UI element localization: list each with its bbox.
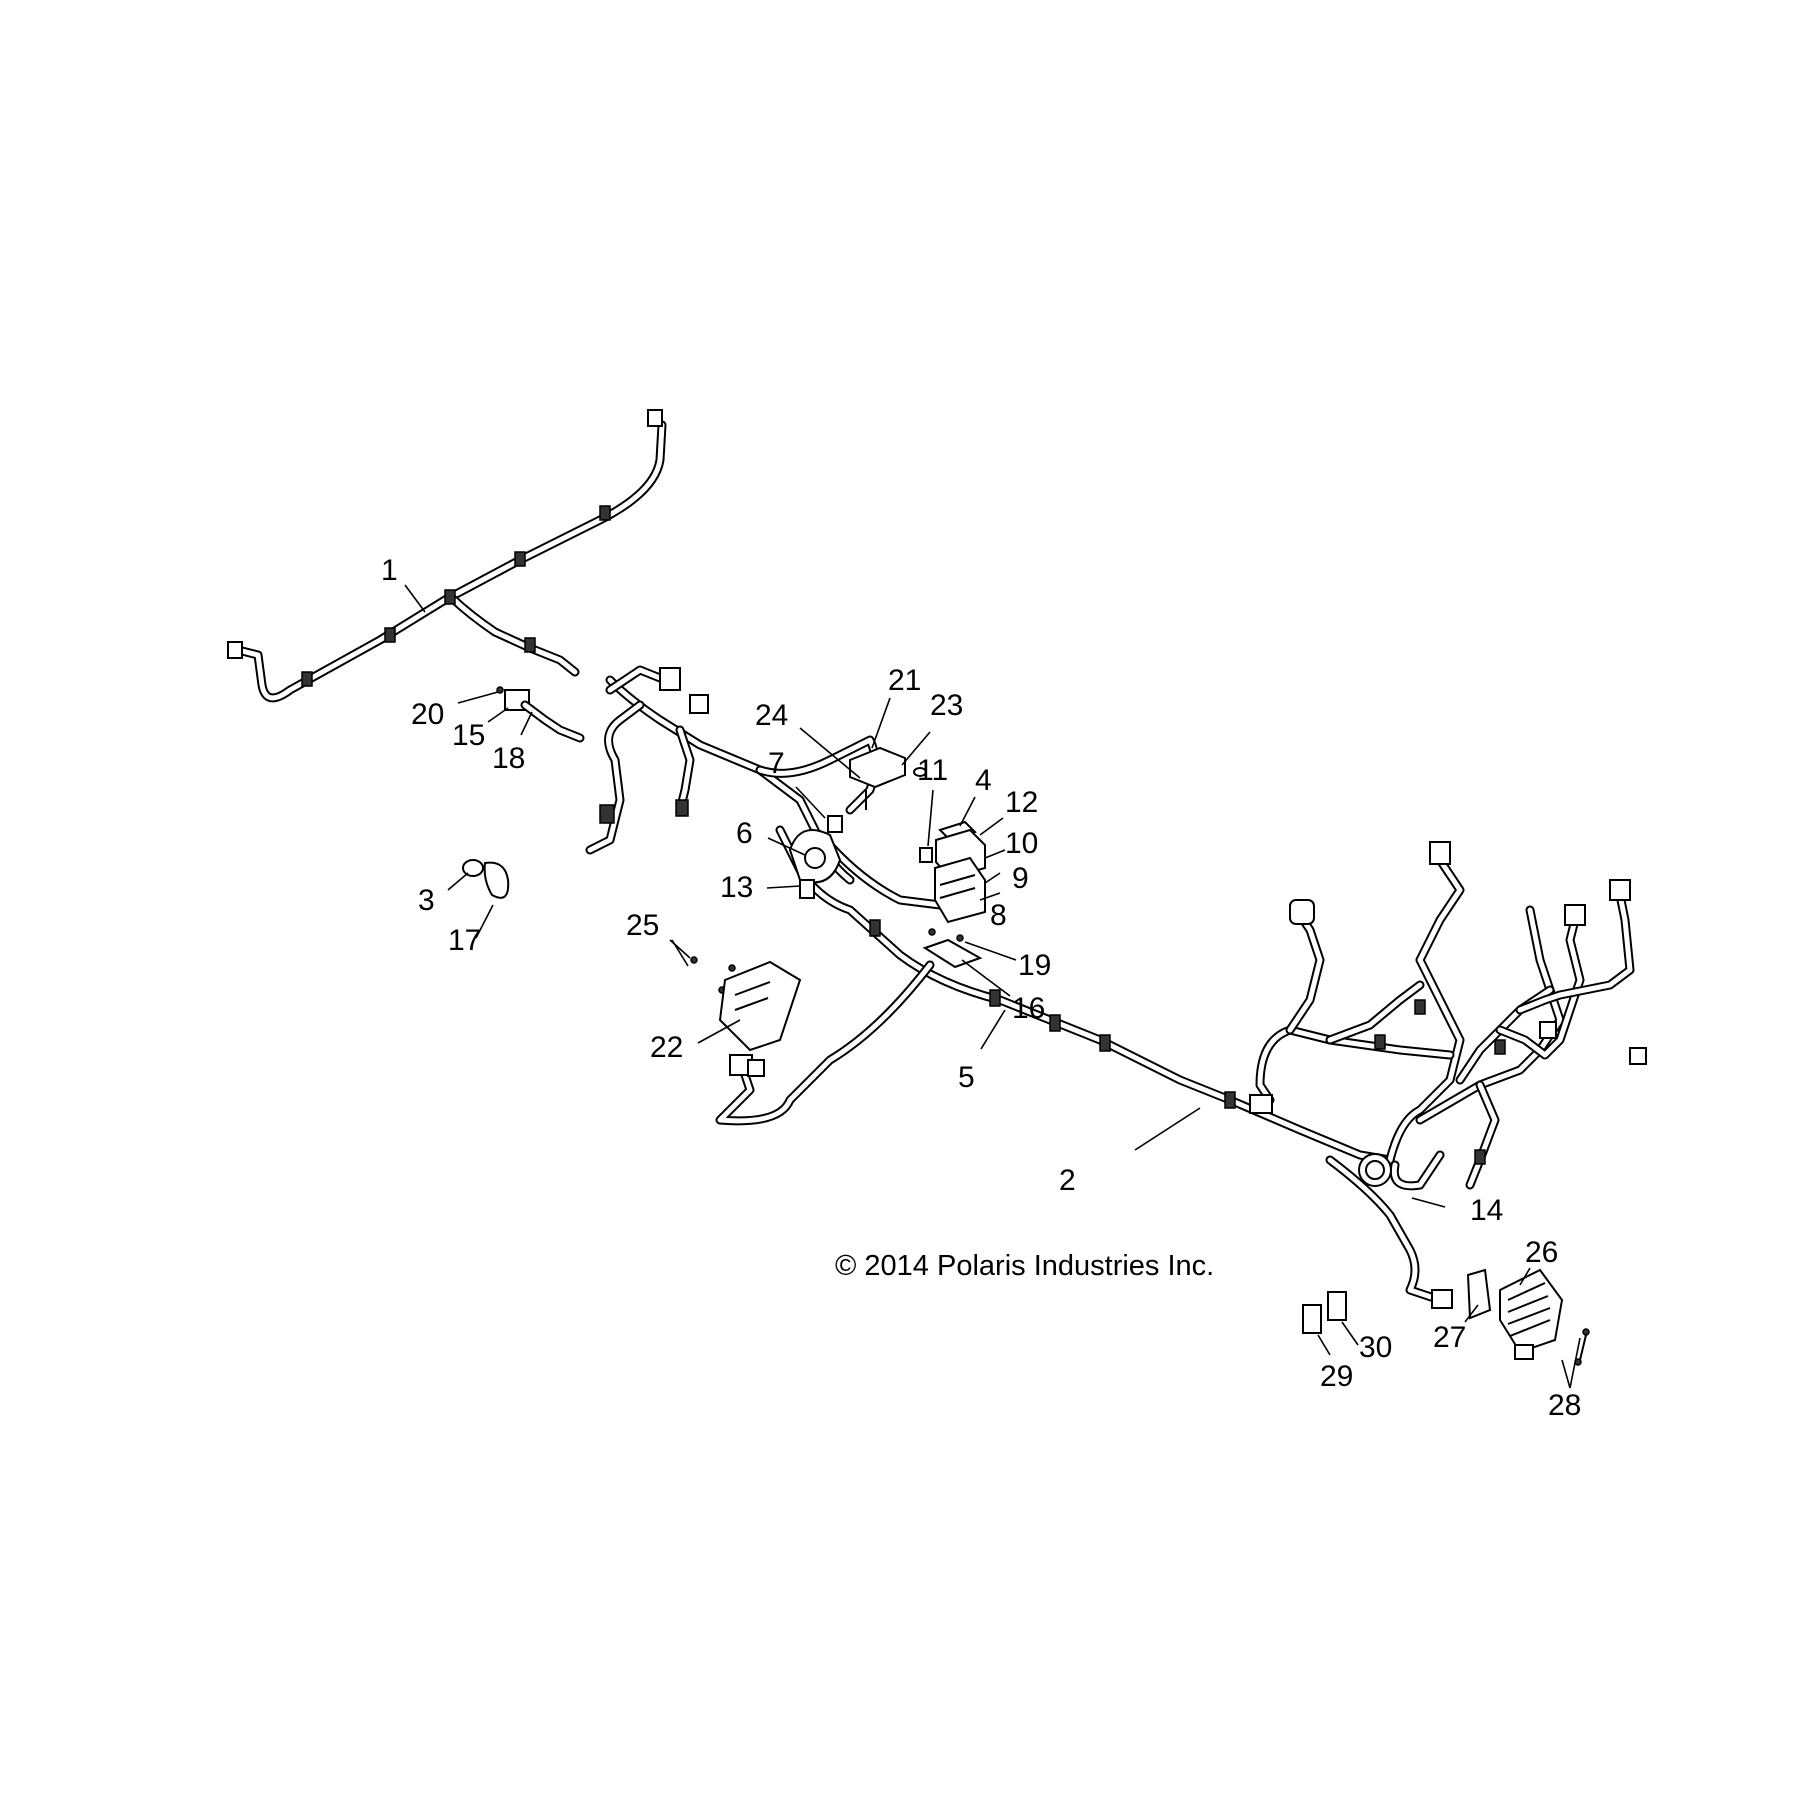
callout-29: 29	[1320, 1360, 1353, 1393]
callout-12: 12	[1005, 786, 1038, 819]
part-26-plug	[1514, 1344, 1534, 1360]
callout-8: 8	[990, 899, 1007, 932]
callout-7: 7	[768, 747, 785, 780]
part-30-terminal	[1327, 1291, 1347, 1321]
callout-2: 2	[1059, 1164, 1076, 1197]
part-22-ecu	[718, 960, 802, 1052]
callout-14: 14	[1470, 1194, 1503, 1227]
callout-15: 15	[452, 719, 485, 752]
callout-22: 22	[650, 1031, 683, 1064]
parts-small	[462, 686, 1590, 1366]
copyright-notice: © 2014 Polaris Industries Inc.	[835, 1250, 1214, 1282]
callout-19: 19	[1018, 949, 1051, 982]
leader-lines	[404, 584, 1581, 1389]
callout-11: 11	[917, 754, 948, 787]
part-25-nut	[690, 956, 698, 964]
part-17-strap	[483, 861, 510, 899]
callout-16: 16	[1012, 992, 1045, 1025]
part-11-fuse	[919, 847, 933, 863]
callout-3: 3	[418, 884, 435, 917]
callout-13: 13	[720, 871, 753, 904]
part-28-screw	[1582, 1328, 1590, 1336]
callout-10: 10	[1005, 827, 1038, 860]
part-19-screw	[956, 934, 964, 942]
callout-21: 21	[888, 664, 921, 697]
part-16-bracket	[922, 938, 983, 969]
part-7-clip	[827, 815, 843, 833]
callout-6: 6	[736, 817, 753, 850]
callout-18: 18	[492, 742, 525, 775]
callout-26: 26	[1525, 1236, 1558, 1269]
callout-labels: 1 2 3 4 5 6 7 8 9 10 11 12 13 14 15 16 1…	[381, 554, 1581, 1422]
callout-5: 5	[958, 1061, 975, 1094]
callout-17: 17	[448, 924, 481, 957]
part-3-clip	[462, 859, 484, 877]
part-9-fuse-block	[934, 856, 986, 924]
callout-1: 1	[381, 554, 398, 587]
harness-rear	[1249, 841, 1647, 1309]
harness-main	[715, 735, 1395, 1165]
callout-9: 9	[1012, 862, 1029, 895]
harness-upper	[227, 409, 667, 703]
part-26-regulator	[1499, 1268, 1564, 1354]
callout-4: 4	[975, 764, 992, 797]
part-21-cover	[849, 746, 906, 789]
callout-25: 25	[626, 909, 659, 942]
part-29-terminal	[1302, 1304, 1322, 1334]
callout-20: 20	[411, 698, 444, 731]
callout-28: 28	[1548, 1389, 1581, 1422]
part-13-connector	[799, 879, 815, 899]
callout-23: 23	[930, 689, 963, 722]
part-6-horn	[788, 829, 842, 884]
callout-30: 30	[1359, 1331, 1392, 1364]
part-27-pad	[1466, 1268, 1492, 1320]
callout-24: 24	[755, 699, 788, 732]
callout-27: 27	[1433, 1321, 1466, 1354]
part-23-grommet	[913, 767, 927, 777]
